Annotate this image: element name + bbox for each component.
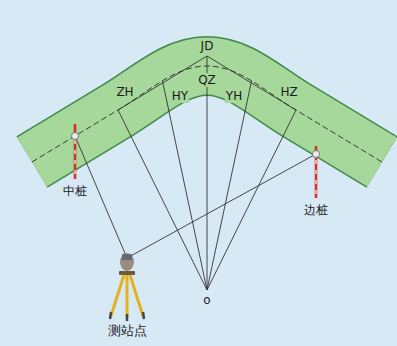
edge-stake (313, 146, 320, 198)
radial-line (118, 110, 207, 290)
point-label: HY (171, 89, 189, 103)
point-label: ZH (115, 85, 134, 99)
sight-line (127, 154, 316, 258)
total-station (110, 253, 144, 321)
instrument-body (120, 253, 134, 271)
station-label: 测站点 (107, 324, 148, 338)
tripod-leg (126, 275, 129, 318)
tripod-foot (126, 314, 129, 321)
tripod-foot (110, 312, 111, 319)
stake-label: 边桩 (303, 203, 329, 217)
center-label: o (202, 293, 211, 307)
tangent-line (118, 56, 207, 110)
radial-line (207, 81, 252, 290)
stake-stripes (74, 140, 75, 179)
tripod-leg (130, 275, 143, 316)
point-label: JD (200, 39, 215, 53)
tangent-line (207, 56, 296, 110)
geometry-lines (75, 56, 316, 290)
stake-label: 中桩 (62, 184, 88, 198)
stake-stripes (315, 160, 316, 198)
prism-marker (313, 151, 320, 158)
radial-line (207, 110, 296, 290)
point-label: HZ (279, 85, 298, 99)
tripod-foot (143, 312, 144, 319)
instrument-head (122, 254, 132, 260)
tripod-plate (119, 271, 135, 275)
radial-line (163, 81, 208, 290)
point-label: QZ (197, 73, 217, 87)
point-label: YH (225, 89, 243, 103)
tripod-leg (111, 275, 124, 316)
prism-marker (72, 133, 79, 140)
radial-line (207, 56, 208, 290)
center-stake (72, 124, 79, 179)
